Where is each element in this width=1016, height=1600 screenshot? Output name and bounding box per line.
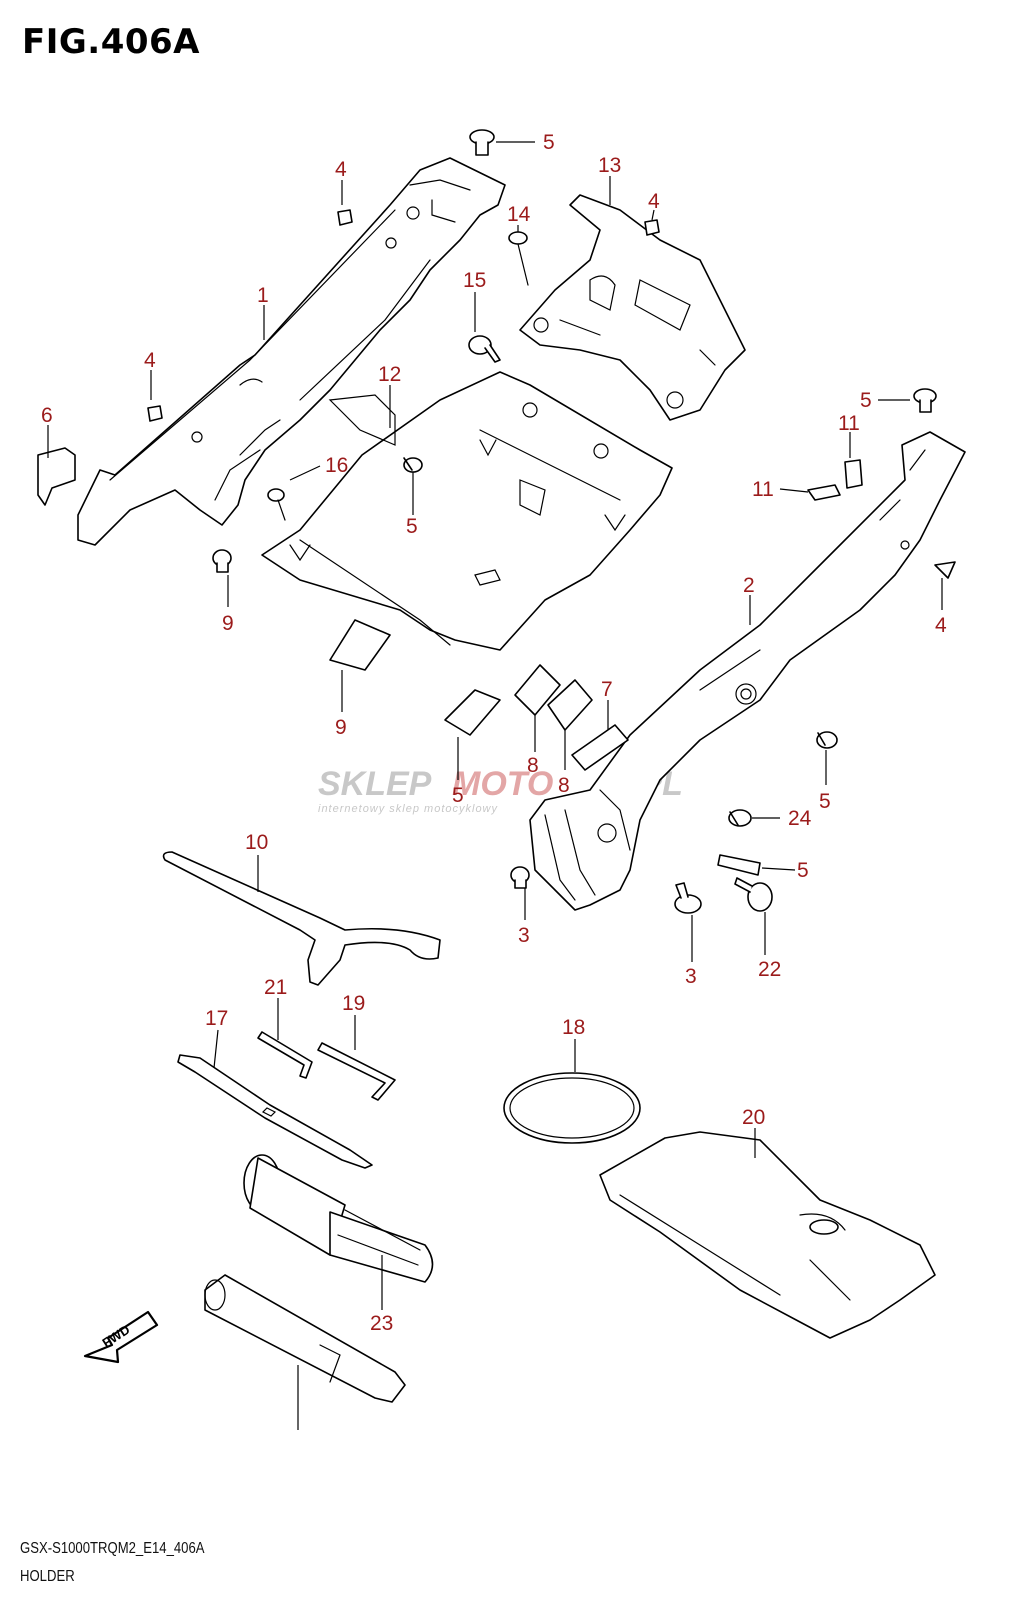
callout-15: 15 (463, 269, 486, 292)
callout-4: 4 (335, 158, 347, 181)
callout-22: 21 (264, 976, 287, 999)
callout-20: 23 (370, 1312, 393, 1335)
leader-lines (47, 141, 943, 1430)
callout-1: 1 (257, 284, 269, 307)
clip-5-right (816, 731, 838, 749)
part-7-pad (571, 724, 629, 771)
callouts: 5 13 4 14 4 15 1 12 4 5 11 6 16 11 5 2 4… (41, 131, 947, 1335)
nut-4-right (934, 561, 956, 579)
clip-5-lower (728, 809, 752, 827)
callout-3: 22 (758, 958, 781, 981)
callout-4: 4 (935, 614, 947, 637)
fasteners (147, 129, 956, 914)
part-6-pad (37, 447, 76, 506)
part-11-pad-b (844, 459, 863, 489)
part-13-bracket (519, 194, 746, 421)
clip-5-right-top (913, 388, 937, 413)
part-18-tool-bag (599, 1131, 936, 1339)
clip-5-top (469, 129, 495, 156)
part-1-left-rail (77, 157, 506, 546)
callout-19: 17 (205, 1007, 228, 1030)
part-9-pad-b (444, 689, 501, 736)
clip-5-bottom (510, 866, 530, 889)
bolt-3-a (674, 882, 702, 914)
part-23-tube (204, 1274, 406, 1403)
callout-5: 5 (543, 131, 555, 154)
callout-5: 5 (406, 515, 418, 538)
part-11-pad-a (807, 484, 841, 501)
callout-11: 11 (838, 412, 860, 435)
clip-5-mid (403, 457, 423, 473)
screw-14 (508, 231, 529, 286)
callout-13: 13 (598, 154, 621, 177)
part-19-screwdriver (177, 1054, 373, 1169)
callout-9: 5 (452, 784, 464, 807)
clip-5-left (212, 549, 232, 573)
callout-8: 8 (527, 754, 539, 777)
callout-10: 5 (797, 859, 809, 882)
part-8-pad-a (514, 664, 561, 716)
part-24-spanner (162, 851, 441, 986)
part-20-socket (243, 1154, 434, 1283)
watermark-tagline: internetowy sklep motocyklowy (318, 803, 499, 815)
callout-4: 4 (648, 190, 660, 213)
part-2-right-rail (529, 431, 966, 911)
part-10-pad (717, 854, 761, 876)
screw-16 (267, 488, 286, 521)
watermark-brand-b: MOTO (452, 765, 553, 803)
model-code: GSX-S1000TRQM2_E14_406A (20, 1540, 205, 1557)
part-9-pad-a (329, 619, 391, 671)
part-17-ring (503, 1072, 641, 1144)
callout-17: 18 (562, 1016, 585, 1039)
nut-4-left-top (337, 209, 353, 226)
callout-11: 11 (752, 478, 774, 501)
callout-8: 8 (558, 774, 570, 797)
watermark-brand-a: SKLEP (318, 765, 432, 803)
callout-5: 9 (222, 612, 234, 635)
callout-14: 14 (507, 203, 531, 226)
diagram-name: HOLDER (20, 1568, 75, 1585)
nut-4-left (147, 405, 163, 422)
pads (37, 447, 863, 876)
callout-18: 20 (742, 1106, 765, 1129)
callout-6: 6 (41, 404, 53, 427)
callout-4: 4 (144, 349, 156, 372)
callout-16: 16 (325, 454, 348, 477)
fwd-arrow-icon: FWD (83, 1310, 159, 1364)
callout-2: 2 (743, 574, 755, 597)
callout-5: 5 (860, 389, 872, 412)
callout-12: 12 (378, 363, 401, 386)
part-8-pad-b (547, 679, 593, 731)
callout-5: 5 (819, 790, 831, 813)
bolt-15 (468, 335, 501, 363)
callout-24: 10 (245, 831, 268, 854)
callout-3: 3 (685, 965, 697, 988)
callout-5: 24 (788, 807, 812, 830)
callout-7: 7 (601, 678, 613, 701)
part-22-hex-key (257, 1031, 313, 1079)
callout-21: 19 (342, 992, 365, 1015)
part-21-hex-key (317, 1042, 396, 1101)
part-tray (261, 371, 673, 651)
callout-5: 3 (518, 924, 530, 947)
nut-4-bracket (644, 219, 660, 236)
bolt-3-b (734, 877, 773, 912)
callout-9: 9 (335, 716, 347, 739)
figure-title: FIG.406A (22, 22, 200, 62)
